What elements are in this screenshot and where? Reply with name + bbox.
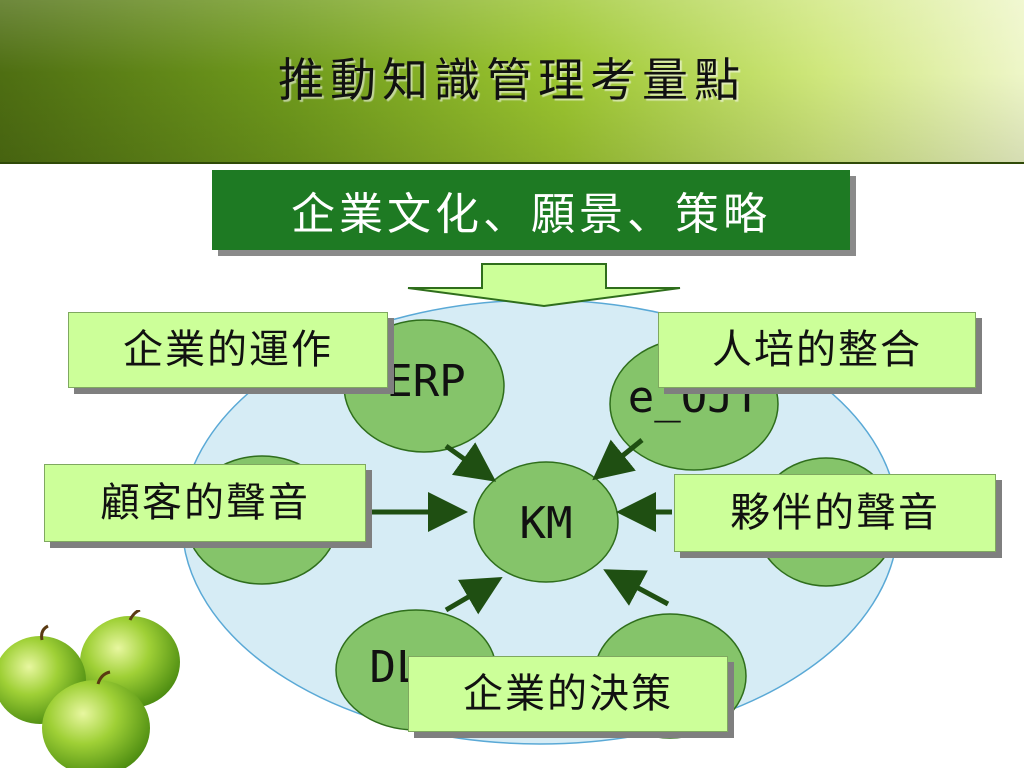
callout-customer-label: 顧客的聲音 [100,480,310,526]
callout-partner: 夥伴的聲音 [674,474,996,552]
arrow-eojt-to-km [592,438,644,481]
green-apples-icon [0,610,180,768]
callout-operations: 企業的運作 [68,312,388,388]
callout-partner-label: 夥伴的聲音 [730,490,940,536]
header-band [0,0,1024,162]
header-divider [0,162,1024,164]
callout-training: 人培的整合 [658,312,976,388]
km-label: KM [520,498,573,549]
arrow-dl-to-km [444,576,503,615]
callout-training-label: 人培的整合 [712,327,922,373]
callout-decision-label: 企業的決策 [463,671,673,717]
down-arrow-icon [407,263,681,308]
culture-vision-strategy-banner: 企業文化、願景、策略 [212,170,850,250]
erp-label: ERP [386,356,465,407]
arrow-decision-to-km [603,569,670,607]
culture-vision-strategy-label: 企業文化、願景、策略 [291,189,771,240]
arrow-erp-to-km [444,442,497,482]
callout-operations-label: 企業的運作 [123,327,333,373]
callout-decision: 企業的決策 [408,656,728,732]
callout-customer: 顧客的聲音 [44,464,366,542]
slide-title: 推動知識管理考量點 [278,53,746,107]
